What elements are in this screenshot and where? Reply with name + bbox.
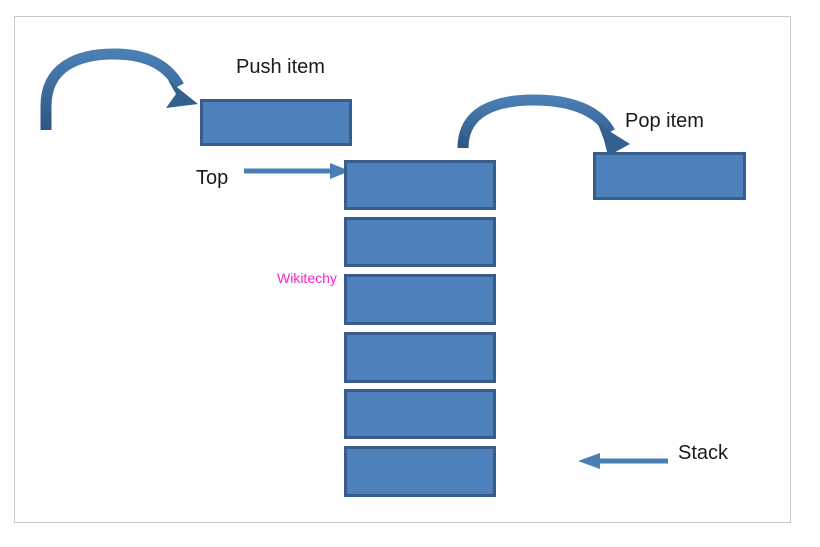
push-arc-arrow — [40, 48, 198, 130]
top-label: Top — [196, 167, 229, 189]
stack-cell-3[interactable] — [344, 274, 496, 325]
stack-cell-bottom[interactable] — [344, 446, 496, 497]
pop-item-label: Pop item — [625, 110, 704, 132]
stack-cell-2[interactable] — [344, 217, 496, 267]
pop-item-box[interactable] — [593, 152, 746, 200]
stack-cell-4[interactable] — [344, 332, 496, 383]
stack-pointer-arrow — [578, 453, 668, 469]
wikitechy-watermark: Wikitechy — [277, 270, 337, 286]
push-item-box[interactable] — [200, 99, 352, 146]
top-pointer-arrow — [244, 163, 350, 179]
stack-cell-5[interactable] — [344, 389, 496, 439]
stack-cell-top[interactable] — [344, 160, 496, 210]
stack-label: Stack — [678, 442, 729, 464]
pop-arc-arrow — [457, 94, 630, 156]
push-item-label: Push item — [236, 56, 325, 78]
